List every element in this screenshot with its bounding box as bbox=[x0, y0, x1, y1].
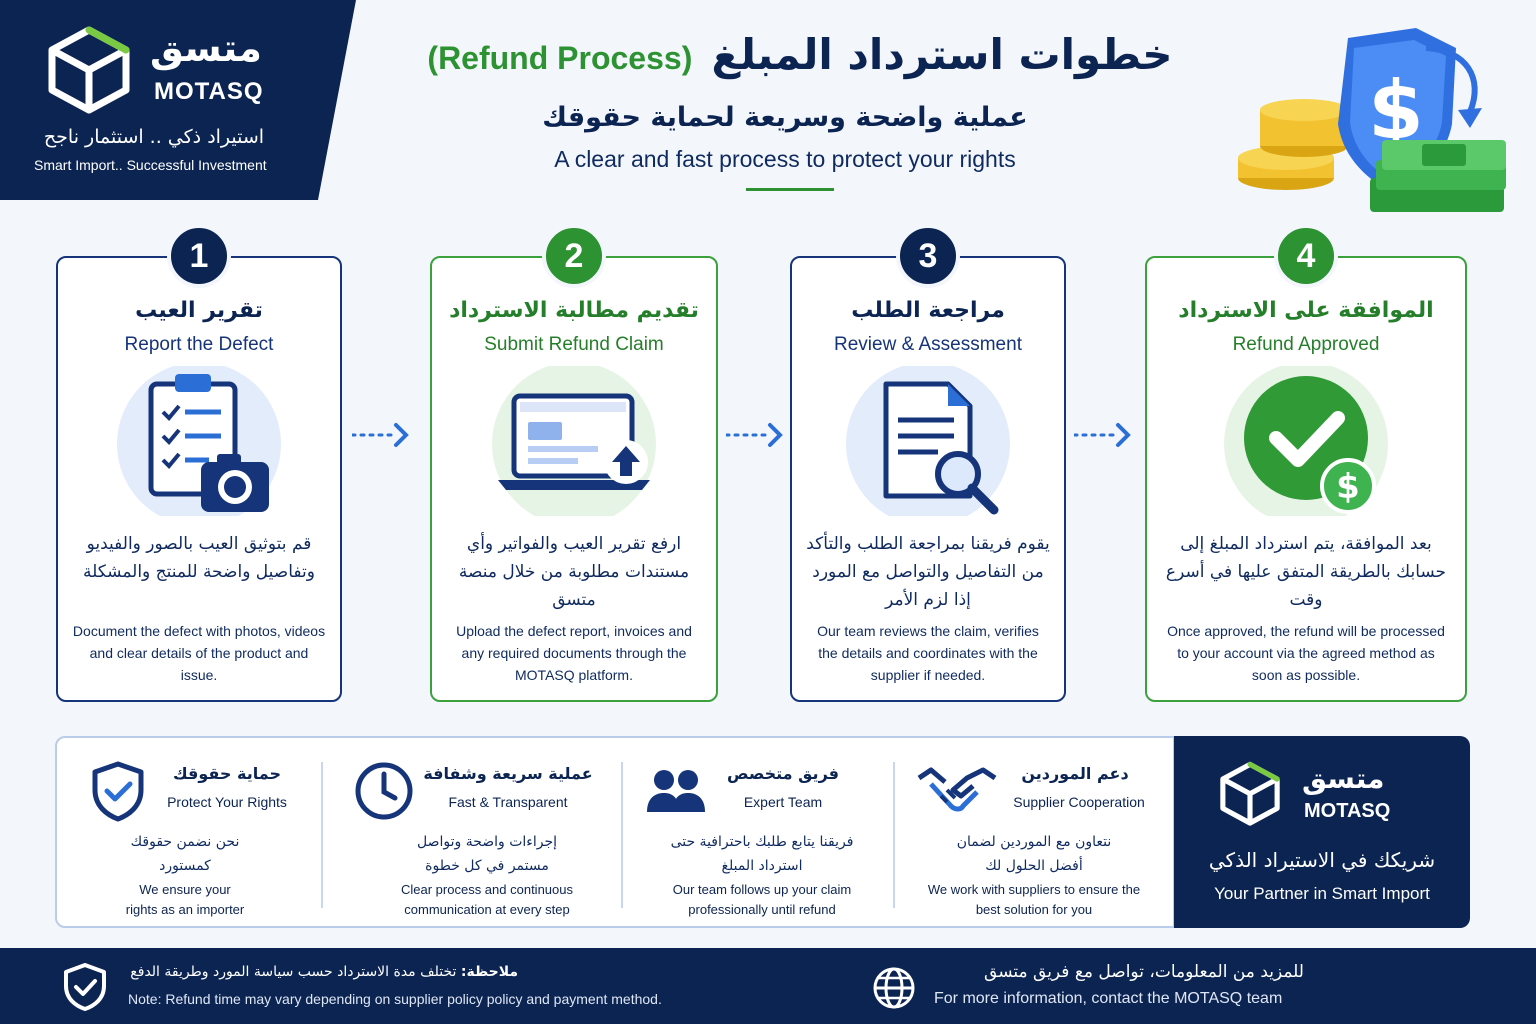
partner-panel: متسق MOTASQ شريكك في الاستيراد الذكي You… bbox=[1174, 736, 1470, 928]
feature-desc-ar: نحن نضمن حقوقك كمستورد bbox=[130, 834, 240, 874]
page-title-en: (Refund Process) bbox=[427, 40, 693, 76]
brand-panel: متسق MOTASQ استيراد ذكي .. استثمار ناجح … bbox=[0, 0, 356, 200]
partner-tagline-en: Your Partner in Smart Import bbox=[1214, 884, 1430, 903]
feature-desc-ar: نتعاون مع الموردين لضمان أفضل الحلول لك bbox=[956, 834, 1112, 874]
footer-note-en: Note: Refund time may vary depending on … bbox=[128, 991, 662, 1007]
feature-item: فريق متخصص Expert Team فريقنا يتابع طلبك… bbox=[627, 738, 897, 926]
feature-desc-ar: إجراءات واضحة وتواصل مستمر في كل خطوة bbox=[416, 834, 558, 874]
step-card-1: 1 تقرير العيب Report the Defect قم بتوثي… bbox=[56, 224, 342, 702]
step-title-ar-2: تقديم مطالبة الاسترداد bbox=[449, 298, 699, 323]
step-desc-ar-3: يقوم فريقنا بمراجعة الطلب والتأكد من الت… bbox=[806, 534, 1050, 610]
partner-name-en: MOTASQ bbox=[1304, 800, 1391, 822]
feature-desc-en: Clear process and continuous communicati… bbox=[401, 882, 573, 917]
page-subtitle-ar: عملية واضحة وسريعة لحماية حقوقك bbox=[542, 102, 1028, 133]
page-title: (Refund Process) خطوات استرداد المبلغ bbox=[380, 30, 1220, 79]
footer-bar: ملاحظة: تختلف مدة الاسترداد حسب سياسة ال… bbox=[0, 948, 1536, 1024]
footer-note-label: ملاحظة: bbox=[460, 964, 518, 980]
shield-check-icon bbox=[64, 963, 106, 1011]
step-card-2: 2 تقديم مطالبة الاسترداد Submit Refund C… bbox=[430, 224, 718, 702]
footer-note-ar: ملاحظة: تختلف مدة الاسترداد حسب سياسة ال… bbox=[128, 964, 518, 980]
feature-title-en: Fast & Transparent bbox=[448, 794, 568, 810]
step-desc-en-1: Document the defect with photos, videos … bbox=[72, 623, 326, 683]
step-arrow-icon bbox=[726, 423, 783, 447]
money-shield-illustration-icon: $ bbox=[1238, 28, 1506, 212]
feature-divider bbox=[321, 762, 323, 908]
feature-item: دعم الموردين Supplier Cooperation نتعاون… bbox=[903, 738, 1165, 926]
step-arrow-icon bbox=[352, 423, 409, 447]
title-underline bbox=[746, 188, 834, 191]
feature-title-ar: فريق متخصص bbox=[727, 764, 839, 783]
step-desc-en-2: Upload the defect report, invoices and a… bbox=[456, 623, 692, 683]
feature-title-ar: حماية حقوقك bbox=[173, 764, 281, 783]
feature-title-ar: عملية سريعة وشفافة bbox=[423, 764, 593, 783]
handshake-icon bbox=[917, 767, 997, 812]
feature-desc-en: We ensure your rights as an importer bbox=[125, 882, 245, 917]
step-title-en-3: Review & Assessment bbox=[834, 334, 1022, 355]
check-dollar-icon: $ bbox=[1224, 366, 1388, 516]
step-arrow-icon bbox=[1074, 423, 1131, 447]
step-card-4: 4 الموافقة على الاسترداد Refund Approved… bbox=[1145, 224, 1467, 702]
feature-desc-en: Our team follows up your claim professio… bbox=[672, 882, 852, 917]
laptop-upload-icon bbox=[492, 366, 656, 516]
footer-contact-ar: للمزيد من المعلومات، تواصل مع فريق متسق bbox=[984, 962, 1304, 982]
step-title-ar-1: تقرير العيب bbox=[135, 298, 263, 323]
brand-tagline-ar: استيراد ذكي .. استثمار ناجح bbox=[43, 126, 265, 148]
globe-icon bbox=[873, 967, 915, 1009]
step-desc-en-4: Once approved, the refund will be proces… bbox=[1167, 623, 1445, 683]
step-card-3: 3 مراجعة الطلب Review & Assessment يقوم … bbox=[790, 224, 1066, 702]
motasq-logo-icon bbox=[48, 26, 130, 114]
clock-icon bbox=[355, 762, 413, 820]
step-title-ar-4: الموافقة على الاسترداد bbox=[1178, 298, 1434, 323]
feature-item: حماية حقوقك Protect Your Rights نحن نضمن… bbox=[57, 738, 327, 926]
step-desc-ar-4: بعد الموافقة، يتم استرداد المبلغ إلى حسا… bbox=[1165, 534, 1447, 610]
brand-tagline-en: Smart Import.. Successful Investment bbox=[34, 157, 267, 173]
motasq-logo-icon bbox=[1220, 761, 1280, 826]
step-title-ar-3: مراجعة الطلب bbox=[851, 298, 1005, 323]
step-desc-en-3: Our team reviews the claim, verifies the… bbox=[817, 623, 1039, 683]
footer-contact-en: For more information, contact the MOTASQ… bbox=[934, 990, 1283, 1007]
feature-title-en: Protect Your Rights bbox=[167, 794, 287, 810]
partner-tagline-ar: شريكك في الاستيراد الذكي bbox=[1208, 848, 1436, 872]
step-title-en-2: Submit Refund Claim bbox=[484, 334, 664, 355]
step-desc-ar-1: قم بتوثيق العيب بالصور والفيديو وتفاصيل … bbox=[83, 534, 315, 582]
feature-title-en: Supplier Cooperation bbox=[1013, 794, 1145, 810]
footer-note-text: تختلف مدة الاسترداد حسب سياسة المورد وطر… bbox=[130, 964, 457, 980]
step-number-4: 4 bbox=[1274, 224, 1338, 288]
document-search-icon bbox=[846, 366, 1010, 516]
feature-desc-ar: فريقنا يتابع طلبك باحترافية حتى استرداد … bbox=[670, 834, 854, 874]
brand-name-ar: متسق bbox=[150, 26, 262, 70]
clipboard-camera-icon bbox=[117, 366, 281, 516]
features-strip: حماية حقوقك Protect Your Rights نحن نضمن… bbox=[55, 736, 1175, 928]
step-number-3: 3 bbox=[896, 224, 960, 288]
partner-name-ar: متسق bbox=[1302, 762, 1385, 795]
step-number-2: 2 bbox=[542, 224, 606, 288]
step-title-en-4: Refund Approved bbox=[1232, 334, 1380, 355]
team-icon bbox=[647, 770, 705, 812]
shield-check-icon bbox=[92, 761, 144, 822]
feature-divider bbox=[621, 762, 623, 908]
step-desc-ar-2: ارفع تقرير العيب والفواتير وأي مستندات م… bbox=[458, 534, 690, 610]
step-title-en-1: Report the Defect bbox=[124, 334, 274, 355]
feature-item: عملية سريعة وشفافة Fast & Transparent إج… bbox=[347, 738, 617, 926]
page-title-ar: خطوات استرداد المبلغ bbox=[711, 30, 1173, 79]
svg-text:$: $ bbox=[1336, 467, 1360, 507]
feature-desc-en: We work with suppliers to ensure the bes… bbox=[927, 882, 1141, 917]
feature-title-ar: دعم الموردين bbox=[1021, 764, 1129, 783]
step-number-1: 1 bbox=[167, 224, 231, 288]
feature-title-en: Expert Team bbox=[743, 794, 823, 810]
brand-name-en: MOTASQ bbox=[154, 78, 264, 105]
page-subtitle-en: A clear and fast process to protect your… bbox=[554, 146, 1016, 172]
feature-divider bbox=[893, 762, 895, 908]
